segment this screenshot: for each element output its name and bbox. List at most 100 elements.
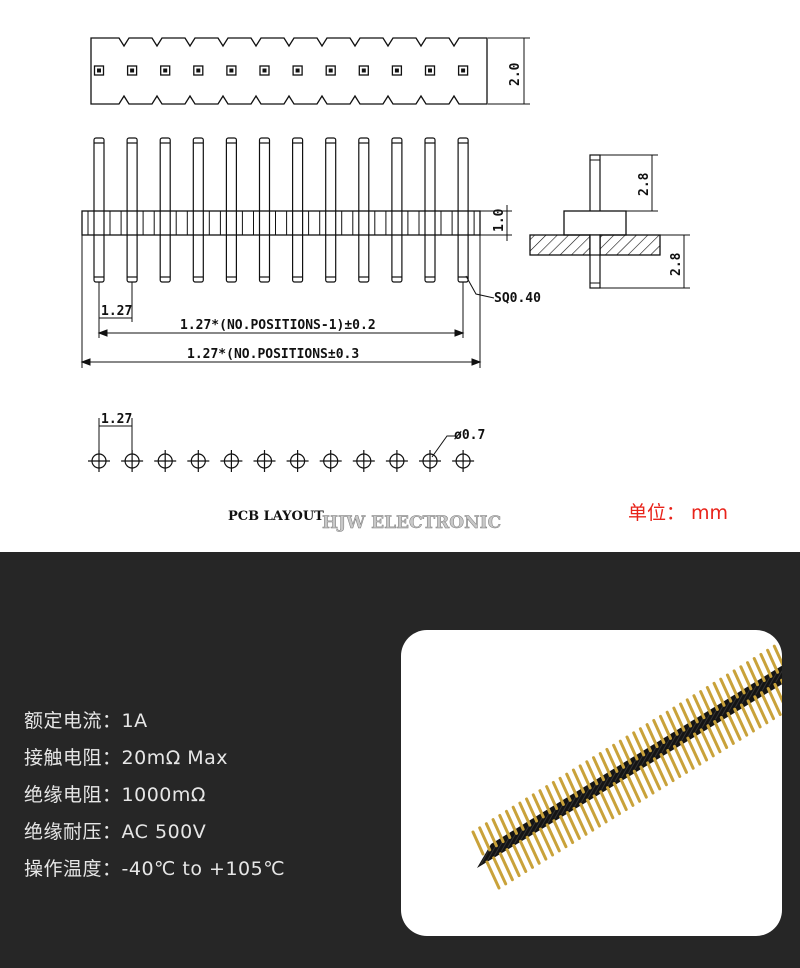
front-view-pin — [93, 137, 105, 283]
header-pin — [752, 657, 766, 683]
spec-rated-current: 额定电流：1A — [24, 710, 148, 732]
top-view-pin-square — [226, 65, 237, 76]
header-pin — [626, 773, 642, 803]
front-view-pin — [391, 137, 403, 283]
header-pin — [685, 698, 699, 724]
dim-height-top-label: 2.0 — [508, 62, 523, 86]
dim-positions-minus-one-label: 1.27*(NO.POSITIONS-1)±0.2 — [180, 318, 376, 333]
header-pin — [760, 691, 776, 721]
header-pin — [693, 732, 709, 762]
header-pin — [666, 748, 682, 778]
header-pin — [592, 794, 608, 824]
dim-positions-label: 1.27*(NO.POSITIONS±0.3 — [187, 347, 359, 362]
header-pin — [518, 801, 532, 827]
header-segment — [708, 709, 718, 724]
header-pin — [652, 757, 668, 787]
header-pin — [585, 798, 601, 828]
spec-operating-temperature: 操作温度：-40℃ to +105℃ — [24, 858, 286, 880]
top-view-pin-square — [391, 65, 403, 76]
header-segment — [721, 701, 731, 716]
top-view-pin-square — [358, 65, 369, 76]
header-pin — [686, 736, 702, 766]
header-pin — [645, 723, 659, 749]
header-segment — [641, 750, 651, 766]
header-pin — [558, 776, 572, 802]
front-view-body-dividers — [87, 211, 475, 235]
technical-drawing-panel: 2.0 1.0 SQ0.40 1.27 1.27*(NO.POSITIONS-1… — [80, 37, 729, 534]
header-pin — [511, 805, 525, 831]
header-segment — [681, 725, 691, 741]
front-view-body — [81, 210, 481, 236]
brand-watermark: HJW ELECTRONIC — [322, 513, 501, 533]
top-view-housing — [90, 37, 488, 105]
header-pin — [518, 839, 534, 869]
side-view: 2.8 2.8 — [529, 154, 690, 289]
spec-insulation-resistance: 绝缘电阻：1000mΩ — [24, 784, 206, 806]
header-pin — [705, 685, 719, 711]
header-pin — [551, 780, 565, 806]
header-pin — [498, 813, 512, 839]
front-view-pin — [192, 137, 204, 283]
pcb-layout-holes — [88, 450, 475, 472]
header-pin — [545, 823, 561, 853]
header-segment — [487, 845, 497, 861]
header-pin — [632, 731, 646, 757]
header-pin — [538, 789, 552, 815]
top-view-pin-square — [160, 65, 171, 76]
front-view-pin — [358, 137, 370, 283]
spec-withstand-voltage: 绝缘耐压：AC 500V — [24, 821, 207, 843]
header-segment — [714, 705, 724, 720]
header-segment — [634, 754, 644, 770]
header-pin — [531, 793, 545, 819]
header-pin — [739, 703, 755, 733]
header-segment — [761, 676, 771, 691]
pcb-layout-label: PCB LAYOUT — [228, 509, 324, 524]
dim-positions — [80, 235, 482, 368]
header-segment — [775, 670, 782, 683]
header-pin — [565, 772, 579, 798]
hole-leader — [431, 435, 456, 458]
header-segment — [527, 820, 537, 836]
pin-sq-label: SQ0.40 — [494, 291, 541, 306]
top-view-pin-square — [292, 65, 303, 76]
header-segment — [601, 775, 610, 790]
top-view-pin-core — [130, 68, 135, 73]
front-view-pin — [225, 137, 237, 283]
header-pin — [532, 831, 548, 861]
unit-label: 单位： mm — [628, 502, 729, 524]
top-view-pin-core — [262, 68, 267, 73]
header-pin — [679, 740, 695, 770]
header-segment — [500, 837, 510, 852]
header-pin — [606, 786, 622, 816]
header-housing — [477, 665, 782, 868]
header-pin — [679, 702, 693, 728]
front-view-pin — [457, 137, 469, 283]
header-pin — [739, 665, 753, 691]
front-view-pins — [93, 137, 469, 283]
header-pin — [552, 819, 568, 849]
front-view-pin — [424, 137, 436, 283]
top-view-pin-square — [259, 65, 270, 76]
header-pin — [565, 810, 581, 840]
header-segment — [594, 779, 604, 795]
header-pin — [766, 648, 780, 674]
header-pin — [484, 822, 498, 848]
dim-pitch-label: 1.27 — [101, 304, 132, 319]
header-segment — [694, 717, 704, 733]
top-view-pin-square — [93, 65, 105, 76]
front-view-pin — [258, 137, 271, 283]
header-segment — [627, 758, 637, 774]
header-pin — [585, 760, 599, 786]
header-segment — [661, 738, 671, 753]
header-pin — [719, 715, 735, 745]
header-segment — [567, 796, 577, 811]
header-segment — [574, 791, 584, 807]
header-pin — [699, 728, 715, 758]
header-pin — [699, 690, 713, 716]
header-pin — [471, 830, 485, 856]
front-view-pin — [159, 137, 171, 283]
header-segment — [741, 688, 751, 704]
header-segment — [560, 800, 570, 815]
connector-drawing: 2.0 1.0 SQ0.40 1.27 1.27*(NO.POSITIONS-1… — [80, 37, 690, 533]
header-segment — [480, 849, 490, 865]
